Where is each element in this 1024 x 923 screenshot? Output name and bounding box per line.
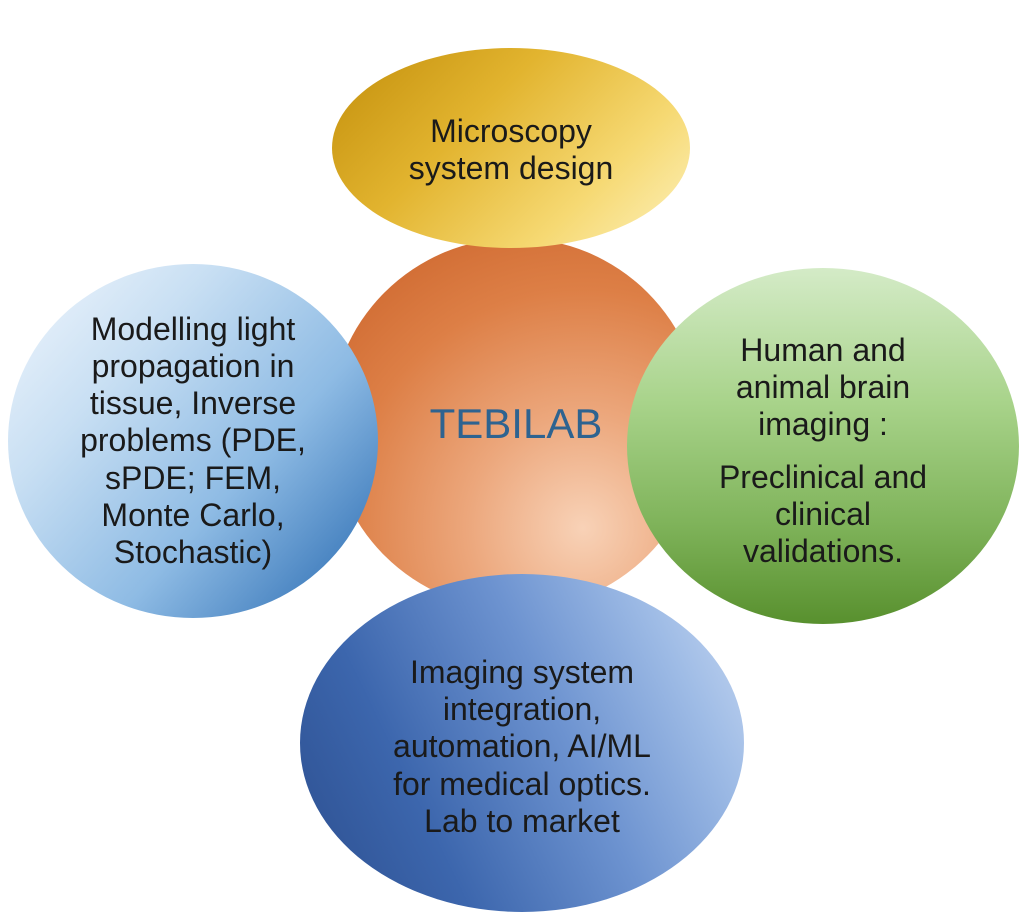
node-left-line-2: propagation in bbox=[91, 348, 295, 385]
node-microscopy-system-design: Microscopy system design bbox=[332, 48, 690, 248]
node-left-line-5: sPDE; FEM, bbox=[104, 459, 281, 496]
node-bottom-line-3: automation, AI/ML bbox=[393, 728, 651, 765]
node-left-line-7: Stochastic) bbox=[113, 533, 273, 570]
node-brain-imaging: Human and animal brain imaging : Preclin… bbox=[627, 268, 1019, 624]
node-right-line-1: Human and bbox=[740, 331, 906, 368]
node-bottom-line-4: for medical optics. bbox=[393, 765, 651, 802]
node-top-line-1: Microscopy bbox=[430, 112, 592, 149]
node-left-line-1: Modelling light bbox=[90, 311, 296, 348]
node-imaging-system-integration: Imaging system integration, automation, … bbox=[300, 574, 744, 912]
node-left-line-4: problems (PDE, bbox=[80, 422, 306, 459]
node-right-line-2: animal brain bbox=[735, 368, 911, 405]
center-label: TEBILAB bbox=[429, 399, 603, 447]
node-top-line-2: system design bbox=[408, 150, 614, 186]
node-bottom-line-1: Imaging system bbox=[409, 654, 635, 691]
node-bottom-line-2: integration, bbox=[442, 691, 602, 728]
node-modelling-light-propagation: Modelling light propagation in tissue, I… bbox=[8, 264, 378, 618]
node-right-line-3: imaging : bbox=[758, 405, 888, 442]
node-right-line-4: Preclinical and bbox=[718, 459, 928, 495]
node-right-line-6: validations. bbox=[742, 533, 904, 570]
node-bottom-line-5: Lab to market bbox=[424, 802, 620, 839]
node-right-line-5: clinical bbox=[774, 496, 872, 533]
node-left-line-6: Monte Carlo, bbox=[101, 496, 285, 533]
node-left-line-3: tissue, Inverse bbox=[89, 385, 297, 422]
